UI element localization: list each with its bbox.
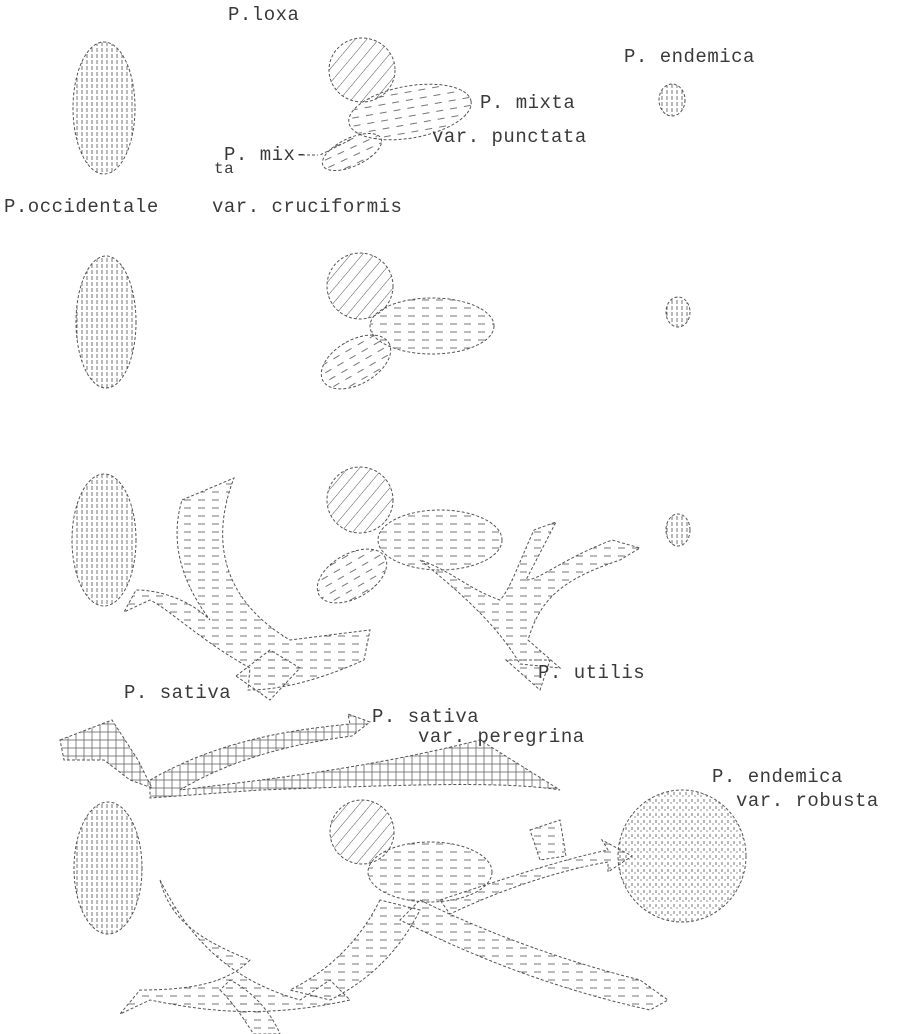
occidentale-blob	[73, 42, 135, 174]
label-mixta-punctata-2: var. punctata	[432, 126, 587, 148]
label-utilis: P. utilis	[538, 662, 645, 684]
occidentale-blob-4	[74, 802, 142, 934]
label-mixta-cruci-2: ta	[214, 160, 234, 178]
occidentale-blob-3	[72, 474, 136, 606]
robusta-spur-4	[530, 820, 566, 860]
endemica-blob-3	[666, 514, 690, 546]
label-sativa-peregrina-1: P. sativa	[372, 706, 479, 728]
stage-1	[73, 38, 685, 178]
stage-2	[76, 253, 690, 400]
stage-4	[60, 714, 746, 1034]
endemica-robusta-blob-4	[618, 790, 746, 922]
label-endemica-robusta-1: P. endemica	[712, 766, 843, 788]
label-sativa: P. sativa	[124, 682, 231, 704]
label-mixta-cruci-1: P. mix-	[224, 144, 307, 166]
lower-right-branch-4	[400, 900, 668, 1010]
label-sativa-peregrina-2: var. peregrina	[418, 726, 585, 748]
label-cruciformis: var. cruciformis	[212, 196, 402, 218]
mixta-blob-3	[378, 510, 502, 570]
occidentale-blob-2	[76, 256, 136, 388]
lower-middle-branch-4	[290, 900, 420, 1000]
sativa-upper-branch-4	[60, 720, 152, 788]
label-endemica-robusta-2: var. robusta	[736, 790, 879, 812]
label-loxa: P.loxa	[228, 4, 299, 26]
endemica-blob	[659, 84, 685, 116]
endemica-blob-2	[666, 297, 690, 327]
label-endemica: P. endemica	[624, 46, 755, 68]
loxa-blob-3	[327, 467, 393, 533]
label-occidentale: P.occidentale	[4, 196, 159, 218]
label-mixta-punctata-1: P. mixta	[480, 92, 575, 114]
